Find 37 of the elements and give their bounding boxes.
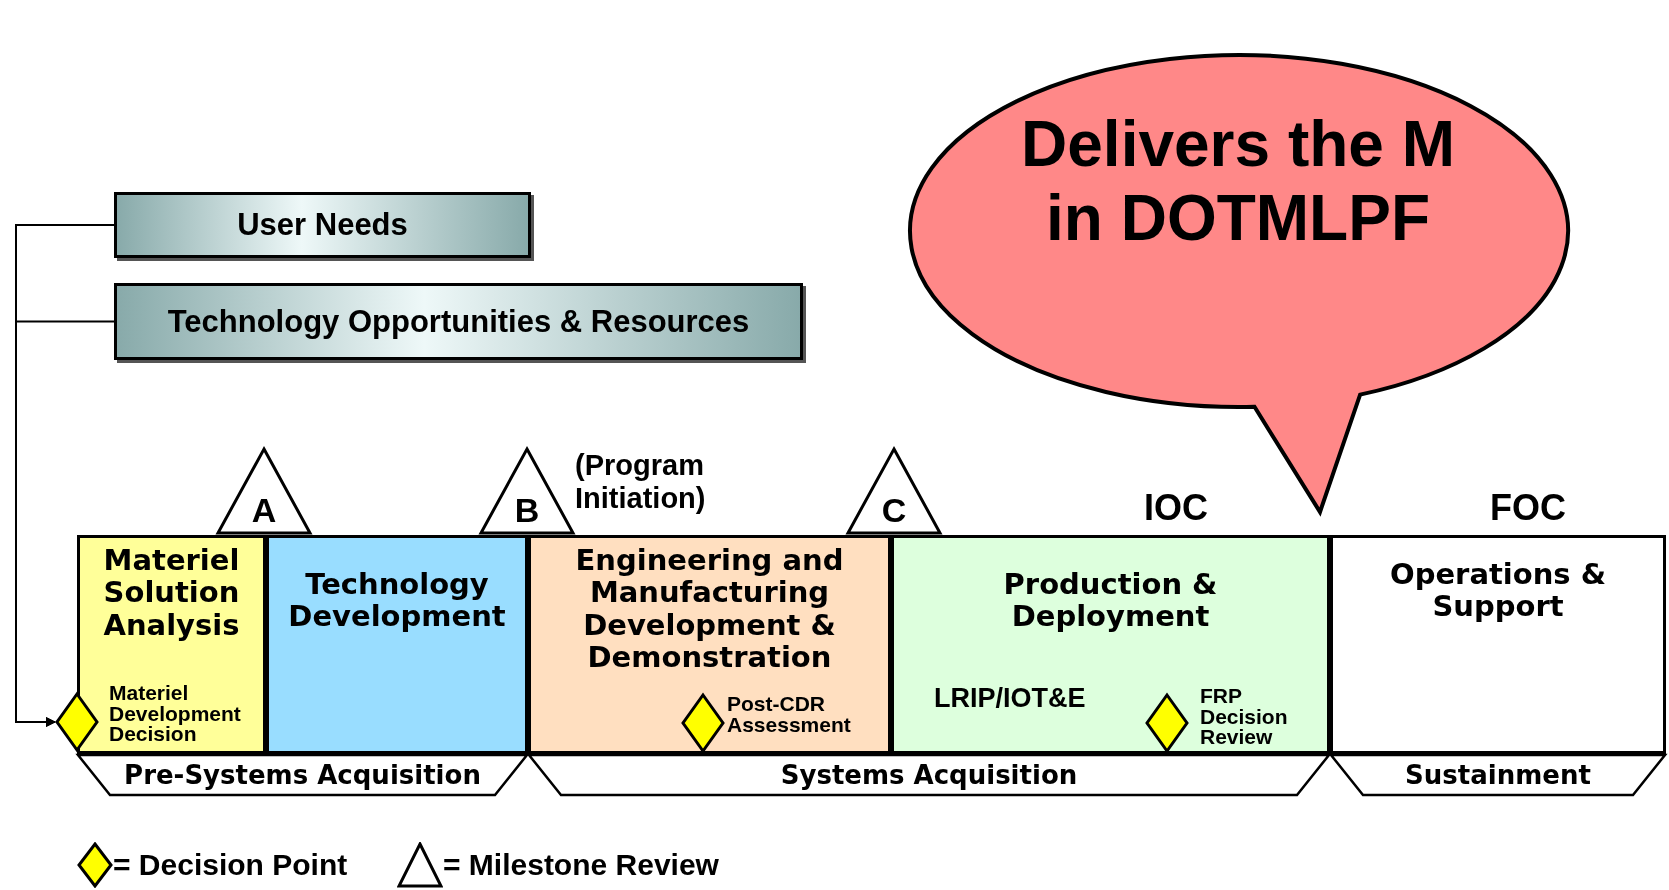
phase-band — [77, 754, 528, 796]
milestone-letter: A — [250, 491, 278, 530]
decision-diamond — [1145, 693, 1189, 753]
decision-diamond — [55, 692, 99, 752]
milestone-label: IOC — [1144, 487, 1208, 529]
phase-title: Operations & Support — [1389, 558, 1607, 623]
band-label: Systems Acquisition — [779, 760, 1079, 790]
milestone-triangle — [479, 447, 575, 534]
band-label: Pre-Systems Acquisition — [123, 760, 482, 790]
milestone-letter: C — [880, 491, 908, 530]
input-label: Technology Opportunities & Resources — [166, 303, 751, 340]
decision-diamond — [681, 693, 725, 753]
input-label: User Needs — [236, 207, 409, 243]
milestone-letter: B — [513, 491, 541, 530]
phase-box — [77, 535, 266, 754]
phase-box — [891, 535, 1330, 754]
phase-note: LRIP/IOT&E — [934, 683, 1086, 714]
decision-label: FRP Decision Review — [1200, 686, 1289, 748]
phase-title: Engineering and Manufacturing Development & Demonstration — [574, 544, 845, 674]
phase-title: Production & Deployment — [1002, 568, 1219, 633]
phase-title: Materiel Solution Analysis — [102, 544, 241, 642]
callout-text: Delivers the M in DOTMLPF — [1020, 108, 1456, 256]
input-box — [114, 283, 803, 360]
phase-box — [266, 535, 528, 754]
decision-label: Post-CDR Assessment — [727, 694, 852, 736]
legend-label: = Milestone Review — [443, 848, 719, 882]
milestone-triangle — [216, 447, 312, 534]
connector-arrow — [15, 320, 115, 727]
milestone-triangle — [846, 447, 942, 534]
band-label: Sustainment — [1404, 760, 1592, 790]
decision-label: Materiel Development Decision — [109, 683, 242, 745]
phase-title: Technology Development — [287, 568, 507, 633]
legend-label: = Decision Point — [113, 848, 348, 882]
phase-box — [528, 535, 891, 754]
milestone-label: FOC — [1490, 487, 1566, 529]
milestone-note: (Program Initiation) — [575, 449, 707, 516]
input-box — [114, 192, 531, 258]
